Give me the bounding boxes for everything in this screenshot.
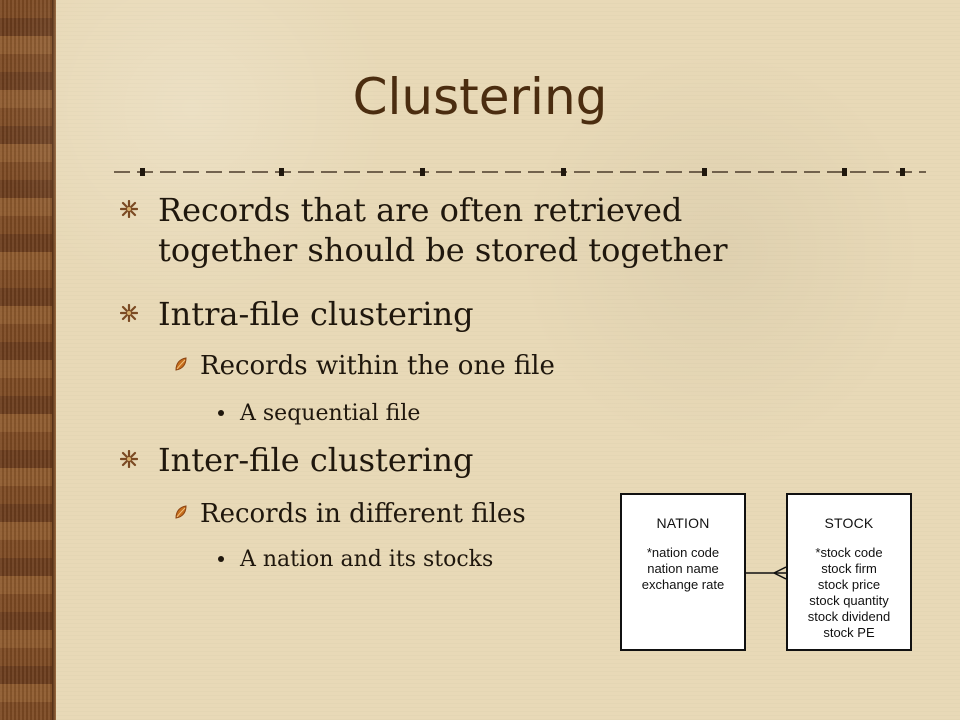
- leaf-bullet-icon: [175, 357, 187, 371]
- bullet-item-intra-file: Intra-file clustering: [120, 294, 640, 334]
- nation-attribute: *nation code: [646, 545, 720, 560]
- stock-attribute: stock PE: [823, 625, 875, 640]
- stock-attribute: stock quantity: [809, 593, 889, 608]
- bullet-text: Records in different files: [200, 499, 526, 529]
- stock-attribute: stock price: [817, 577, 881, 592]
- dashed-divider-icon: [114, 168, 926, 176]
- star-bullet-icon: [120, 200, 138, 218]
- stock-attribute: stock dividend: [807, 609, 891, 624]
- bullet-text-line-1: Records that are often retrieved: [158, 191, 683, 229]
- bullet-item-different-files: Records in different files: [174, 498, 640, 530]
- bullet-item-inter-file: Inter-file clustering: [120, 440, 640, 480]
- bullet-text-line-2: together should be stored together: [158, 231, 728, 269]
- bullet-item-within-one-file: Records within the one file: [174, 350, 640, 382]
- nation-attributes: *nation code nation name exchange rate: [622, 545, 744, 593]
- title-divider: [114, 165, 926, 179]
- bullet-text: Records within the one file: [200, 351, 555, 381]
- bullet-item-records-together: Records that are often retrieved togethe…: [120, 190, 728, 274]
- bullet-item-nation-stocks: A nation and its stocks: [218, 546, 638, 574]
- bullet-text: A sequential file: [240, 401, 421, 426]
- dot-bullet-icon: [218, 556, 224, 562]
- relationship-line: [746, 566, 786, 580]
- bullet-text: Inter-file clustering: [158, 441, 474, 479]
- star-bullet-icon: [120, 450, 138, 468]
- nation-attribute: exchange rate: [641, 577, 725, 592]
- stock-entity-box: STOCK *stock code stock firm stock price…: [786, 493, 912, 651]
- left-wood-strip: [0, 0, 56, 720]
- bullet-text: Intra-file clustering: [158, 295, 474, 333]
- bullet-text: A nation and its stocks: [240, 547, 494, 572]
- nation-stock-diagram: NATION *nation code nation name exchange…: [620, 493, 914, 651]
- page-title: Clustering: [352, 68, 608, 126]
- stock-attributes: *stock code stock firm stock price stock…: [788, 545, 910, 641]
- nation-entity-title: NATION: [656, 515, 710, 531]
- stock-attribute: *stock code: [815, 545, 883, 560]
- nation-entity-box: NATION *nation code nation name exchange…: [620, 493, 746, 651]
- bullet-item-sequential-file: A sequential file: [218, 400, 638, 428]
- dot-bullet-icon: [218, 410, 224, 416]
- nation-attribute: nation name: [647, 561, 719, 576]
- stock-entity-title: STOCK: [824, 515, 874, 531]
- star-bullet-icon: [120, 304, 138, 322]
- leaf-bullet-icon: [175, 505, 187, 519]
- stock-attribute: stock firm: [821, 561, 877, 576]
